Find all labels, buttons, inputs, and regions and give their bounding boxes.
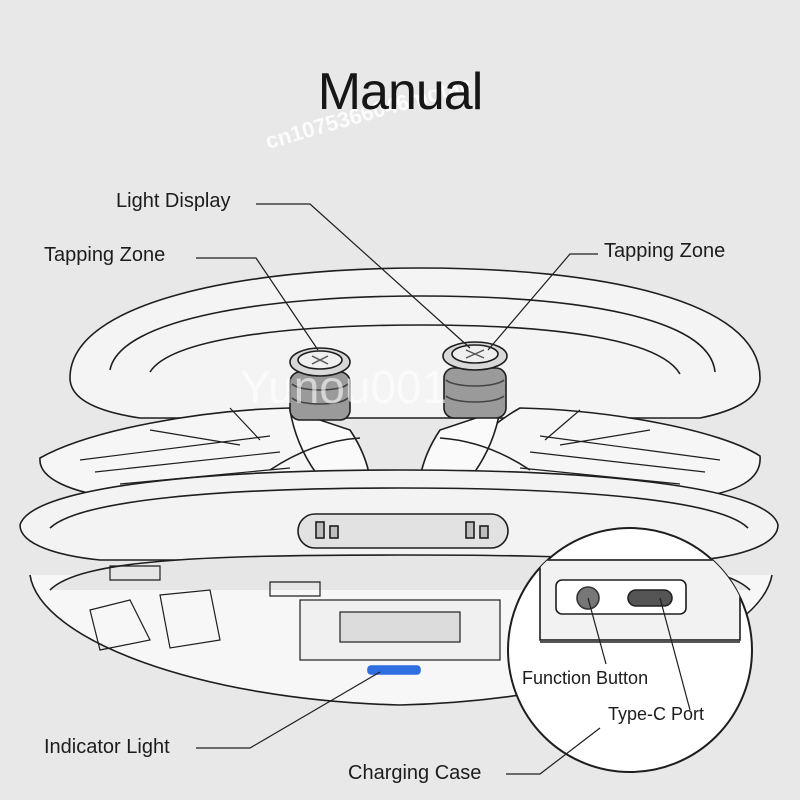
label-charging-case: Charging Case	[348, 762, 482, 784]
label-type-c-port: Type-C Port	[608, 704, 705, 724]
watermark-text-2: Yunou001	[240, 361, 448, 413]
label-tapping-zone-left: Tapping Zone	[44, 244, 166, 266]
label-light-display: Light Display	[116, 190, 231, 212]
zoom-detail	[507, 527, 753, 773]
case-lid	[69, 267, 761, 419]
label-indicator-light: Indicator Light	[44, 736, 170, 758]
label-tapping-zone-right: Tapping Zone	[604, 240, 726, 262]
leader-lines	[196, 203, 601, 775]
page-title: Manual	[317, 63, 484, 121]
indicator-light-led	[367, 665, 421, 675]
label-function-button: Function Button	[522, 668, 649, 688]
